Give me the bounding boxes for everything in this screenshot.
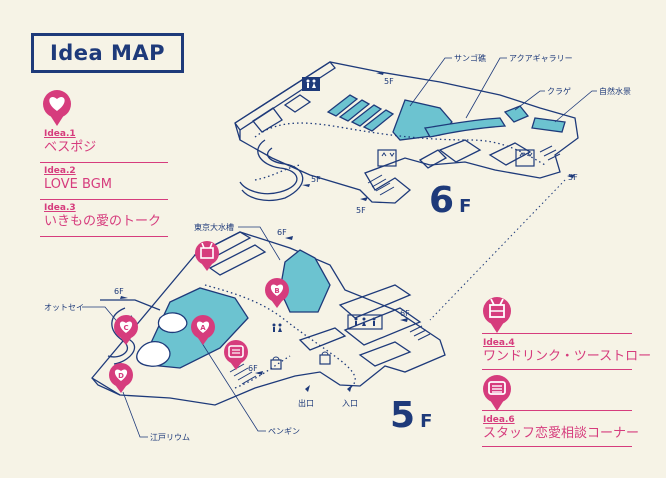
idea-name: ワンドリンク・ツーストロー xyxy=(483,349,652,364)
pin-c-icon: C xyxy=(114,315,138,345)
label-to-5f: 5F xyxy=(568,173,578,182)
floor-unit: F xyxy=(459,196,472,217)
idea-4: Idea.4 ワンドリンク・ツーストロー xyxy=(483,338,651,365)
idea-1: Idea.1 ベスポジ xyxy=(44,129,96,156)
message-pin-icon xyxy=(483,375,511,411)
label-to-5f: 5F xyxy=(356,206,366,215)
label-tokyo-suisou: 東京大水槽 xyxy=(194,223,234,232)
leader-lines-6f xyxy=(409,57,597,123)
leader-lines-5f xyxy=(82,226,281,438)
arrow-icon xyxy=(120,236,408,392)
idea-number: Idea.3 xyxy=(44,203,76,213)
label-pengin: ペンギン xyxy=(268,427,300,436)
map-title-box: Idea MAP xyxy=(31,33,184,73)
idea-divider xyxy=(40,162,168,163)
floor-6f-map xyxy=(234,61,579,204)
shop-bag-icon xyxy=(319,351,331,365)
idea-2: Idea.2 LOVE BGM xyxy=(44,166,112,193)
pin-letter: A xyxy=(200,324,206,332)
pin-a-icon: A xyxy=(191,315,215,345)
pin-b-icon: B xyxy=(265,278,289,308)
arrow-icon xyxy=(302,72,575,201)
label-deguchi: 出口 xyxy=(298,399,314,408)
label-to-5f: 5F xyxy=(384,77,394,86)
idea-3: Idea.3 いきもの愛のトーク xyxy=(44,203,161,230)
pin-letter: C xyxy=(123,324,128,332)
elevator-icon xyxy=(515,149,535,167)
pin-d-icon: D xyxy=(109,363,133,393)
label-shizen-suisou: 自然水景 xyxy=(599,87,631,96)
label-to-6f: 6F xyxy=(114,287,124,296)
label-kurage: クラゲ xyxy=(547,87,571,96)
heart-pin-icon xyxy=(43,90,71,126)
floor-number: 5 xyxy=(390,395,416,436)
message-pin-icon xyxy=(224,340,248,370)
idea-number: Idea.1 xyxy=(44,129,76,139)
floor-connector xyxy=(429,179,566,321)
restroom-icon xyxy=(302,77,320,91)
idea-name: ベスポジ xyxy=(44,140,97,155)
floor-unit: F xyxy=(420,411,433,432)
idea-6: Idea.6 スタッフ恋愛相談コーナー xyxy=(483,415,639,442)
idea-divider xyxy=(482,333,632,334)
label-iriguchi: 入口 xyxy=(342,399,358,408)
idea-divider xyxy=(40,236,168,237)
idea-name: LOVE BGM xyxy=(44,177,113,192)
pin-letter: D xyxy=(118,372,124,380)
map-title: Idea MAP xyxy=(49,41,166,65)
label-ottosei: オットセイ xyxy=(44,303,84,312)
idea-divider xyxy=(482,369,632,370)
idea-number: Idea.4 xyxy=(483,338,515,348)
restroom-icon xyxy=(347,314,383,330)
idea-number: Idea.6 xyxy=(483,415,515,425)
pin-letter: B xyxy=(274,287,279,295)
idea-name: いきもの愛のトーク xyxy=(44,214,162,229)
label-to-5f: 5F xyxy=(311,175,321,184)
label-to-6f: 6F xyxy=(277,228,287,237)
drink-pin-icon xyxy=(195,241,219,271)
shop-bag-icon xyxy=(270,356,282,370)
idea-number: Idea.2 xyxy=(44,166,76,176)
idea-name: スタッフ恋愛相談コーナー xyxy=(483,426,640,441)
floor-5f-map xyxy=(91,231,446,406)
idea-divider xyxy=(482,410,632,411)
label-to-6f: 6F xyxy=(400,309,410,318)
idea-divider xyxy=(40,199,168,200)
floor-number: 6 xyxy=(429,180,455,221)
label-aqua-gallery: アクアギャラリー xyxy=(509,54,573,63)
idea-divider xyxy=(482,446,632,447)
label-sango: サンゴ礁 xyxy=(454,54,486,63)
elevator-icon xyxy=(377,149,397,167)
label-to-6f: 6F xyxy=(248,364,258,373)
drink-pin-icon xyxy=(483,297,511,333)
restroom-icon xyxy=(272,323,282,332)
label-edo-rium: 江戸リウム xyxy=(150,433,190,442)
